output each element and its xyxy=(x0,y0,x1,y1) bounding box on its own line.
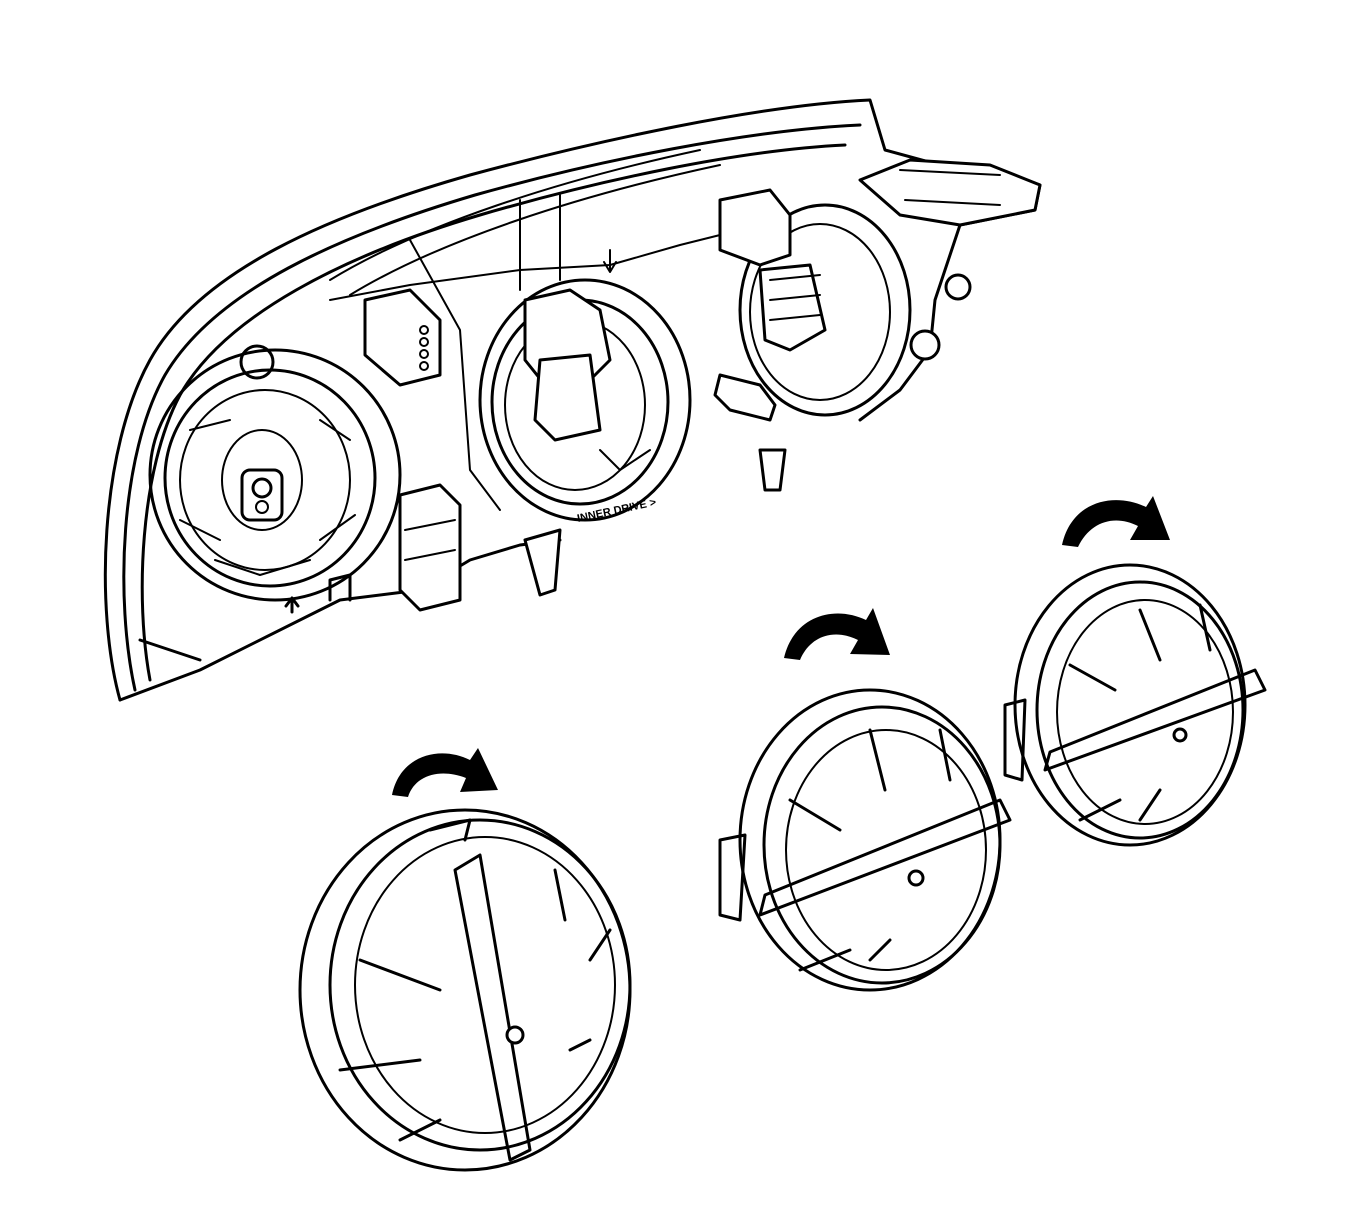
left-bulb-cover xyxy=(298,808,632,1172)
rotation-arrow-center xyxy=(784,608,890,660)
rotation-arrow-right xyxy=(1062,496,1170,547)
right-bulb-cover xyxy=(1003,563,1267,847)
center-bulb-cover xyxy=(718,688,1012,992)
housing-marking: INNER DRIVE > xyxy=(576,496,657,524)
center-bulb-socket xyxy=(478,249,692,597)
headlamp-housing: INNER DRIVE > xyxy=(103,98,1042,702)
right-bulb-socket xyxy=(713,188,972,492)
left-bulb-socket xyxy=(148,344,402,614)
rotation-arrow-left xyxy=(392,748,498,797)
